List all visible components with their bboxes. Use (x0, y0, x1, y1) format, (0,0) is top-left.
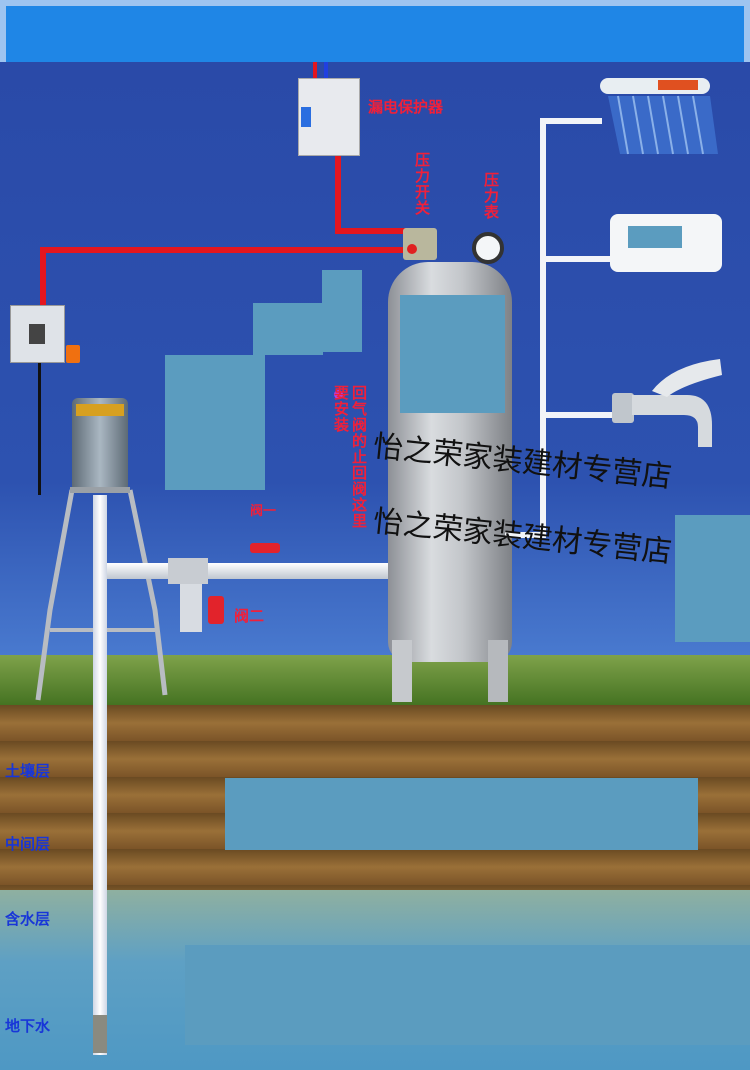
note-bullet-icon (334, 390, 343, 399)
pressure-gauge-label: 压力表 (482, 172, 500, 220)
pressure-gauge (472, 232, 504, 264)
valve-two-handle (208, 596, 224, 624)
pump-tripod (35, 487, 168, 701)
layer-label-aquifer: 含水层 (5, 910, 51, 928)
image-placeholder (400, 295, 505, 413)
pressure-switch-label: 压力开关 (413, 152, 431, 216)
grass-strip (0, 655, 750, 710)
motor-cable (38, 360, 41, 495)
tank-leg (488, 640, 508, 702)
motor-nameplate (76, 404, 124, 416)
pipe-filter (93, 1015, 107, 1053)
solar-water-heater (600, 78, 718, 155)
tank-leg (392, 640, 412, 702)
valve-one-label: 阀一 (250, 504, 277, 519)
switch-indicator (407, 244, 417, 254)
top-banner (0, 0, 750, 62)
well-pipe (93, 495, 107, 1055)
padlock-icon (66, 345, 80, 363)
neutral-wire (324, 62, 328, 80)
supply-pipe (505, 532, 546, 538)
image-placeholder (675, 515, 750, 642)
control-box (10, 305, 65, 363)
image-placeholder (322, 270, 362, 352)
electric-water-heater (610, 214, 722, 272)
image-placeholder (185, 945, 750, 1045)
branch-heater (540, 256, 612, 262)
image-placeholder (253, 303, 323, 355)
tee-fitting (168, 558, 208, 584)
wire-to-switch (335, 228, 413, 234)
image-placeholder (628, 226, 682, 248)
image-placeholder (165, 355, 265, 490)
branch-pipe (180, 584, 202, 632)
leakage-breaker (298, 78, 360, 156)
pump-motor (72, 398, 128, 488)
wire-breaker-down (335, 150, 341, 234)
valve-two-label: 阀二 (234, 607, 265, 625)
control-box-socket (29, 324, 45, 344)
check-valve-note: 回气阀的止回阀这里要安装 (332, 385, 368, 529)
breaker-switch-lever (301, 107, 311, 127)
faucet-icon (612, 359, 722, 447)
branch-solar (540, 118, 602, 124)
layer-label-soil: 土壤层 (5, 762, 51, 780)
wire-to-pump-box (40, 247, 412, 253)
image-placeholder (225, 778, 698, 850)
branch-faucet (540, 412, 615, 418)
sky-background (0, 62, 750, 662)
pressure-switch (403, 228, 437, 260)
outlet-pipe (107, 563, 390, 579)
layer-label-middle: 中间层 (5, 835, 51, 853)
valve-one-handle (250, 543, 280, 553)
breaker-label: 漏电保护器 (368, 98, 444, 116)
wire-down-box (40, 247, 46, 307)
layer-label-groundwater: 地下水 (5, 1017, 51, 1035)
live-wire (313, 62, 317, 80)
supply-riser (540, 118, 546, 538)
